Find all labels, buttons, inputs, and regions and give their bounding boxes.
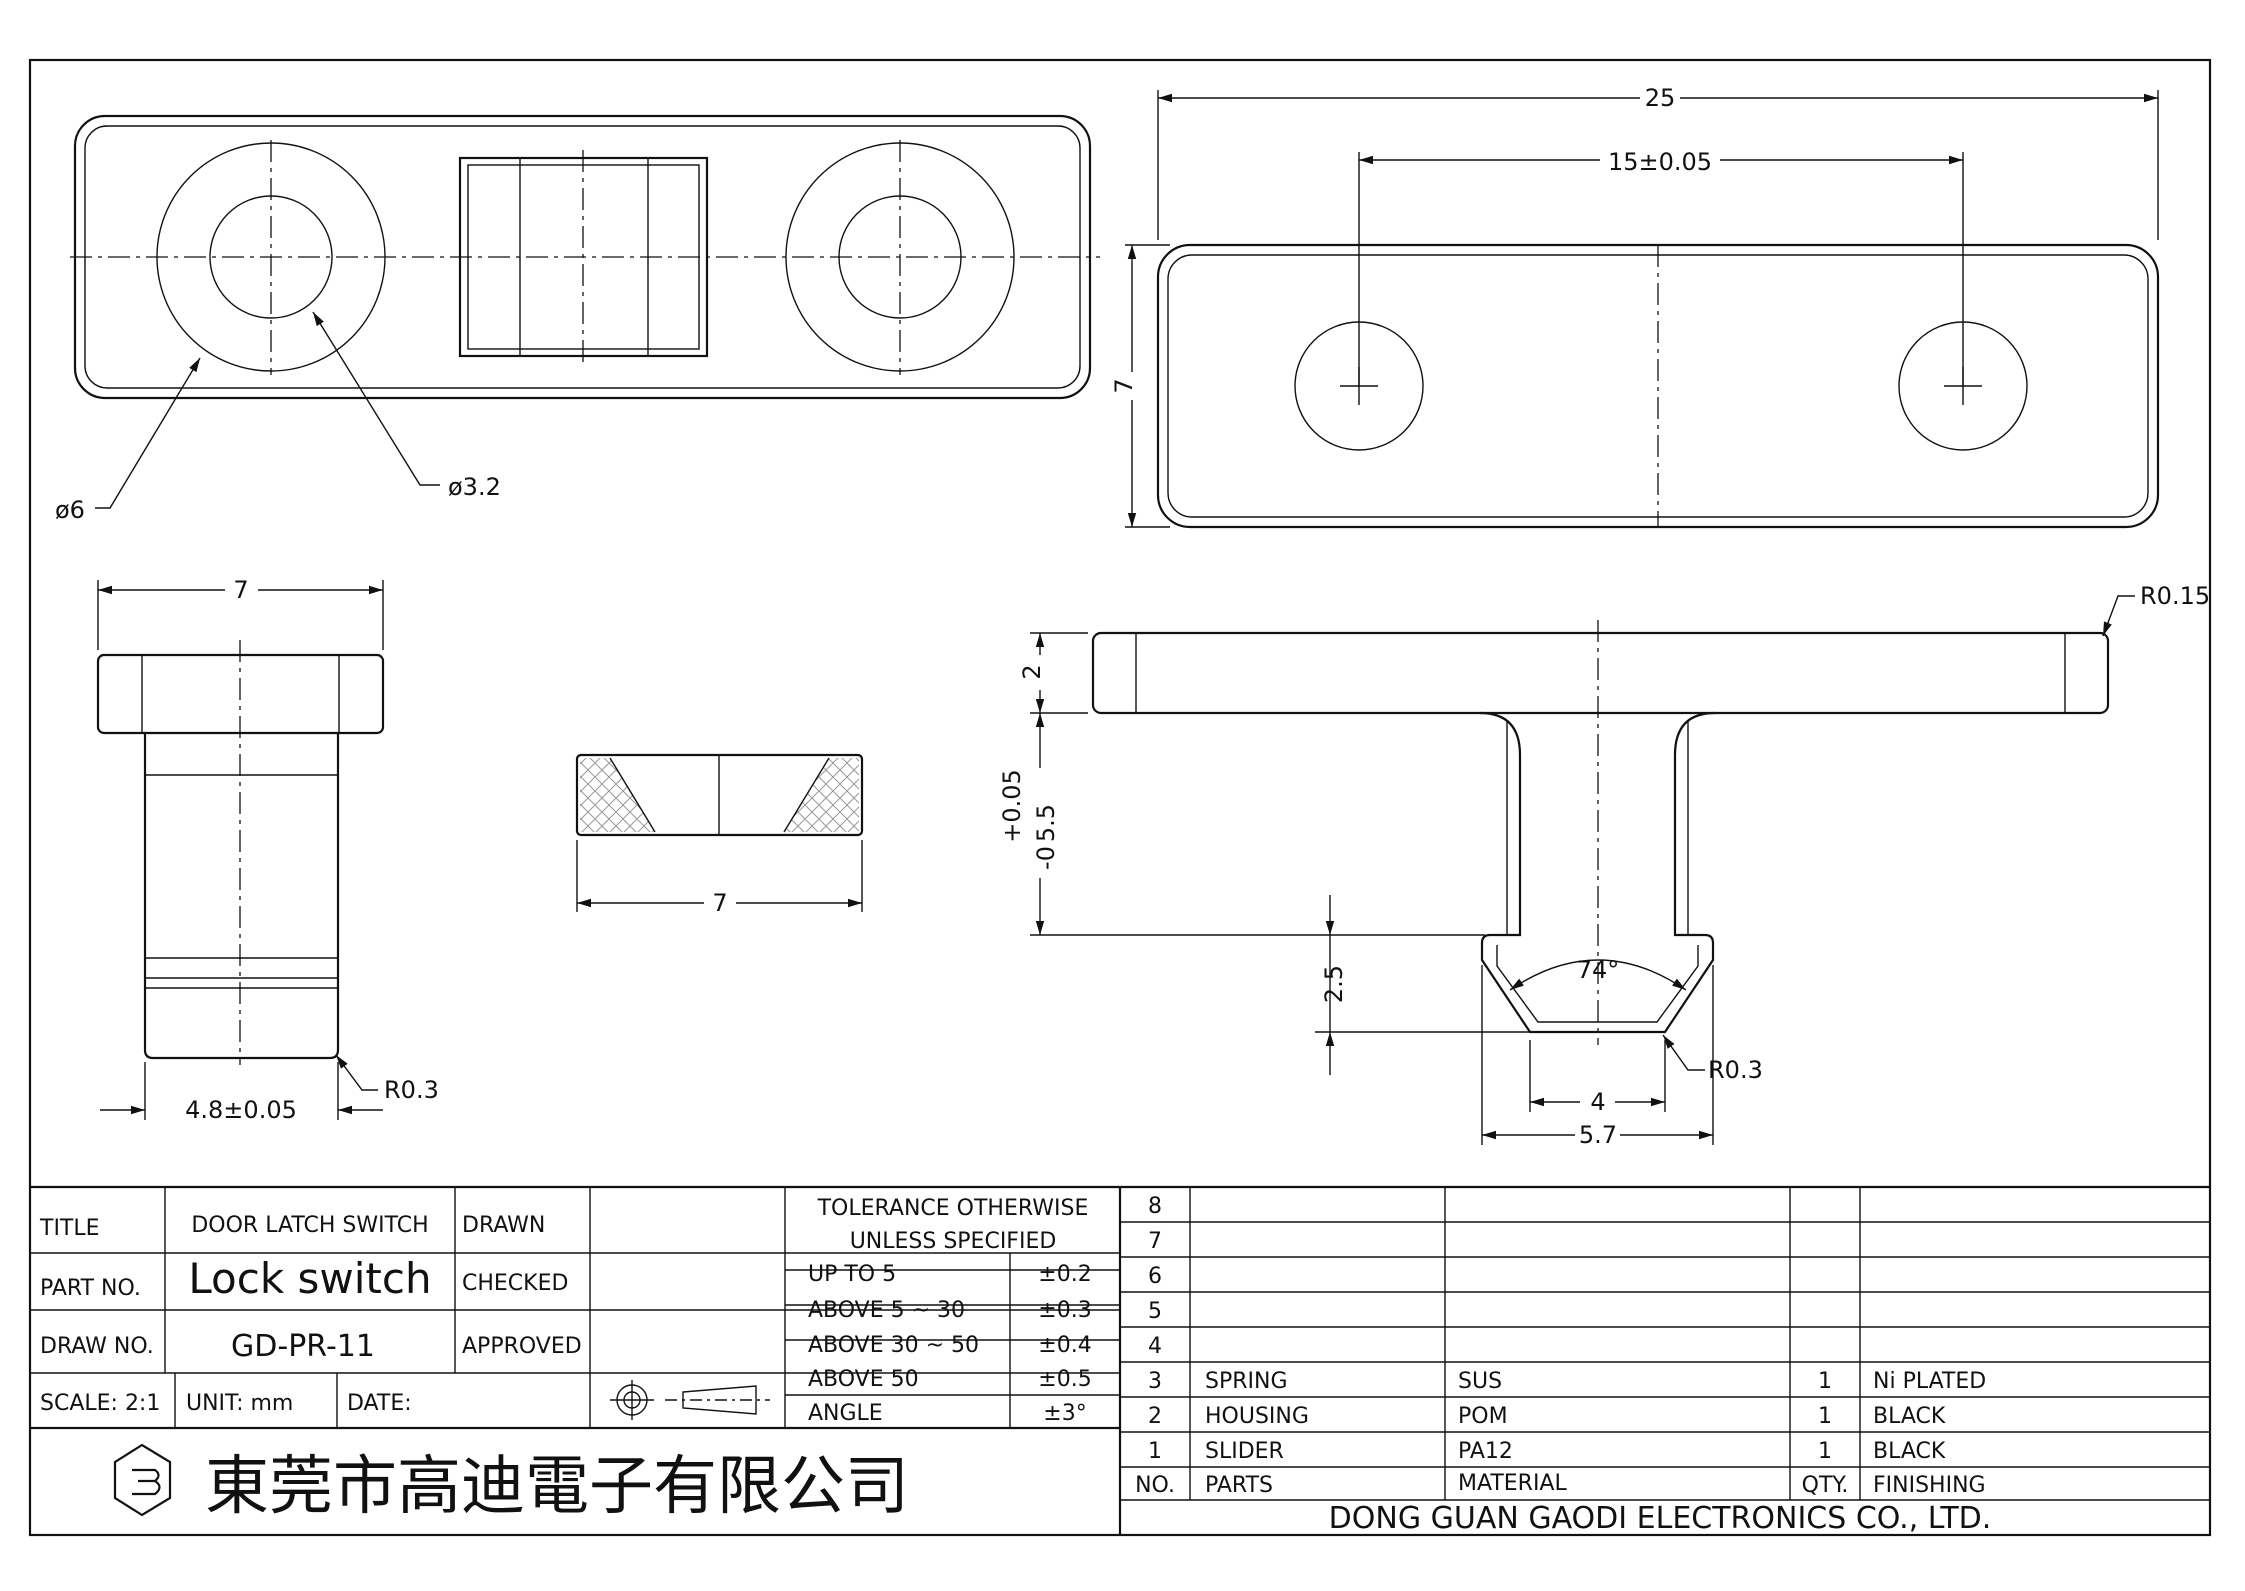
bom-row-qty: 1 xyxy=(1818,1439,1832,1464)
bom-header-no: NO. xyxy=(1135,1473,1175,1498)
side-view: 7 4.8±0.05 R0.3 xyxy=(96,576,439,1124)
bom-row-finishing: BLACK xyxy=(1873,1439,1946,1464)
dim-tolerance-minus: -0 xyxy=(1032,846,1060,870)
dim-side-width-4-8: 4.8±0.05 xyxy=(185,1096,297,1124)
bom-row-no: 8 xyxy=(1148,1194,1162,1219)
bom-row-finishing: BLACK xyxy=(1873,1404,1946,1429)
bom-row-no: 5 xyxy=(1148,1299,1162,1324)
top-view: ø6 ø3.2 xyxy=(55,114,1100,524)
company-name-english: DONG GUAN GAODI ELECTRONICS CO., LTD. xyxy=(1329,1501,1992,1536)
bom-row-part: HOUSING xyxy=(1205,1404,1309,1429)
draw-no-value: GD-PR-11 xyxy=(231,1329,375,1364)
front-view: 2 5.5 +0.05 -0 2.5 74° 4 5.7 R0.3 R0.15 xyxy=(998,582,2210,1149)
draw-no-label: DRAW NO. xyxy=(40,1334,154,1359)
bom-header-qty: QTY. xyxy=(1802,1473,1849,1498)
approved-label: APPROVED xyxy=(462,1334,582,1359)
tolerance-header-1: TOLERANCE OTHERWISE xyxy=(817,1196,1089,1221)
dim-width-4: 4 xyxy=(1590,1088,1605,1116)
title-block: TITLE DOOR LATCH SWITCH PART NO. Lock sw… xyxy=(30,1185,2210,1536)
tolerance-range-1: UP TO 5 xyxy=(808,1262,896,1287)
dim-radius-0-15: R0.15 xyxy=(2140,582,2210,610)
dim-section-width-7: 7 xyxy=(712,889,727,917)
dim-side-radius-0-3: R0.3 xyxy=(384,1076,439,1104)
tolerance-range-5: ANGLE xyxy=(808,1401,883,1426)
bom-row-material: PA12 xyxy=(1458,1439,1513,1464)
bom-header-material: MATERIAL xyxy=(1458,1471,1567,1496)
tolerance-value-1: ±0.2 xyxy=(1038,1262,1091,1287)
bom-row-part: SLIDER xyxy=(1205,1439,1284,1464)
scale-label: SCALE: 2:1 xyxy=(40,1391,160,1416)
dim-diameter-6: ø6 xyxy=(55,496,85,524)
tolerance-value-4: ±0.5 xyxy=(1038,1367,1091,1392)
bom-row-material: POM xyxy=(1458,1404,1508,1429)
part-no-value: Lock switch xyxy=(188,1254,431,1303)
unit-label: UNIT: mm xyxy=(186,1391,293,1416)
dim-width-5-7: 5.7 xyxy=(1579,1121,1617,1149)
dim-angle-74: 74° xyxy=(1577,956,1620,984)
company-logo-icon xyxy=(113,1443,172,1517)
dim-stem-height-5-5: 5.5 xyxy=(1032,804,1060,842)
bom-row-no: 1 xyxy=(1148,1439,1162,1464)
dim-pitch-15: 15±0.05 xyxy=(1608,148,1712,176)
tolerance-range-3: ABOVE 30 ~ 50 xyxy=(808,1333,979,1358)
part-no-label: PART NO. xyxy=(40,1276,141,1301)
tolerance-range-2: ABOVE 5 ~ 30 xyxy=(808,1298,965,1323)
bom-row-material: SUS xyxy=(1458,1369,1502,1394)
bom-row-qty: 1 xyxy=(1818,1369,1832,1394)
dim-diameter-3-2: ø3.2 xyxy=(448,473,501,501)
dim-flange-height-2: 2 xyxy=(1018,664,1046,679)
bom-header-parts: PARTS xyxy=(1205,1473,1273,1498)
date-label: DATE: xyxy=(347,1391,412,1416)
bom-row-no: 4 xyxy=(1148,1334,1162,1359)
dim-head-height-2-5: 2.5 xyxy=(1320,965,1348,1003)
tolerance-range-4: ABOVE 50 xyxy=(808,1367,919,1392)
checked-label: CHECKED xyxy=(462,1271,568,1296)
title-label: TITLE xyxy=(39,1216,100,1241)
section-view: 7 xyxy=(575,753,864,917)
bom-row-qty: 1 xyxy=(1818,1404,1832,1429)
dim-side-width-7: 7 xyxy=(233,576,248,604)
bom-row-no: 2 xyxy=(1148,1404,1162,1429)
dim-width-25: 25 xyxy=(1645,84,1676,112)
tolerance-header-2: UNLESS SPECIFIED xyxy=(850,1229,1057,1254)
bom-row-part: SPRING xyxy=(1205,1369,1288,1394)
title-value: DOOR LATCH SWITCH xyxy=(191,1213,428,1238)
bom-row-no: 3 xyxy=(1148,1369,1162,1394)
dim-tolerance-plus: +0.05 xyxy=(998,769,1026,843)
bom-row-no: 6 xyxy=(1148,1264,1162,1289)
dim-height-7: 7 xyxy=(1110,378,1138,393)
right-top-view: 25 15±0.05 7 xyxy=(1110,84,2160,529)
bom-row-no: 7 xyxy=(1148,1229,1162,1254)
tolerance-value-5: ±3° xyxy=(1043,1401,1086,1426)
tolerance-value-2: ±0.3 xyxy=(1038,1298,1091,1323)
tolerance-value-3: ±0.4 xyxy=(1038,1333,1091,1358)
company-name-chinese: 東莞市高迪電子有限公司 xyxy=(205,1450,909,1524)
bom-row-finishing: Ni PLATED xyxy=(1873,1369,1986,1394)
dim-front-radius-0-3: R0.3 xyxy=(1708,1056,1763,1084)
bom-header-finishing: FINISHING xyxy=(1873,1473,1986,1498)
third-angle-projection-icon xyxy=(610,1380,770,1420)
drawn-label: DRAWN xyxy=(462,1213,545,1238)
